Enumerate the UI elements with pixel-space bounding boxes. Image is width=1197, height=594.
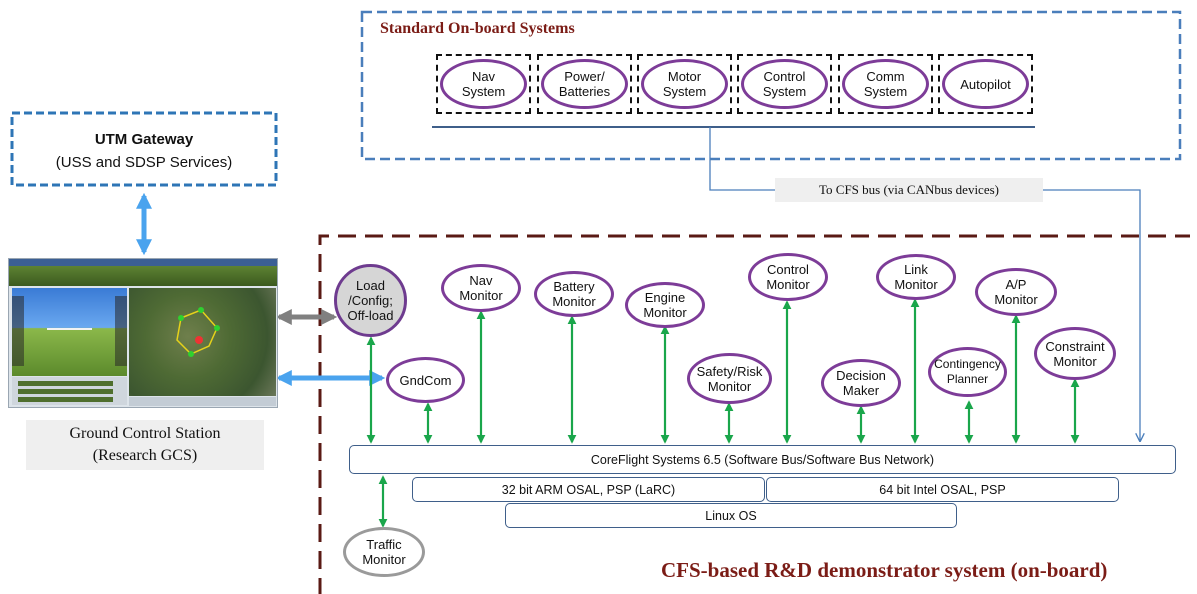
onboard-box (360, 10, 1182, 161)
motor-system: Motor System (641, 59, 728, 109)
control-monitor: Control Monitor (748, 253, 828, 301)
safety-risk-monitor: Safety/Risk Monitor (687, 353, 772, 404)
linux-os-layer: Linux OS (505, 503, 957, 528)
bus-route-line (709, 127, 1140, 441)
gateway-box (10, 111, 278, 187)
gcs-titlebar (9, 259, 277, 266)
system-frame-autopilot (938, 54, 1033, 114)
gcs-screenshot (8, 258, 278, 408)
system-frame-motor (637, 54, 732, 114)
control-system: Control System (741, 59, 828, 109)
contingency-planner: Contingency Planner (928, 347, 1007, 397)
decision-maker: Decision Maker (821, 359, 901, 407)
gateway-subtitle: (USS and SDSP Services) (55, 154, 233, 171)
gateway-title: UTM Gateway (94, 131, 194, 148)
system-frame-nav (436, 54, 531, 114)
link-monitor: Link Monitor (876, 254, 956, 300)
gcs-map (129, 288, 276, 396)
nav-monitor: Nav Monitor (441, 264, 521, 312)
bus-label: To CFS bus (via CANbus devices) (775, 178, 1043, 202)
coreflight-bus: CoreFlight Systems 6.5 (Software Bus/Sof… (349, 445, 1176, 474)
gcs-statusbar (129, 397, 276, 406)
gcs-caption: Ground Control Station (Research GCS) (26, 420, 264, 470)
cfs-box (318, 234, 1190, 594)
gcs-toolbar (9, 266, 277, 286)
nav-system: Nav System (440, 59, 527, 109)
constraint-monitor: Constraint Monitor (1034, 327, 1116, 380)
load-config-offload: Load /Config; Off-load (334, 264, 407, 337)
battery-monitor: Battery Monitor (534, 271, 614, 317)
traffic-monitor: Traffic Monitor (343, 527, 425, 577)
onboard-title: Standard On-board Systems (380, 20, 575, 37)
ap-monitor: A/P Monitor (975, 268, 1057, 316)
engine-monitor: Engine Monitor (625, 282, 705, 328)
cfs-title: CFS-based R&D demonstrator system (on-bo… (661, 558, 1108, 582)
system-frame-comm (838, 54, 933, 114)
gcs-panel (12, 377, 127, 405)
comm-system: Comm System (842, 59, 929, 109)
power-batteries: Power/ Batteries (541, 59, 628, 109)
gndcom: GndCom (386, 357, 465, 403)
autopilot: Autopilot (942, 59, 1029, 109)
intel-osal-layer: 64 bit Intel OSAL, PSP (766, 477, 1119, 502)
gcs-hud (12, 288, 127, 376)
system-frame-control (737, 54, 832, 114)
system-frame-power (537, 54, 632, 114)
arm-osal-layer: 32 bit ARM OSAL, PSP (LaRC) (412, 477, 765, 502)
